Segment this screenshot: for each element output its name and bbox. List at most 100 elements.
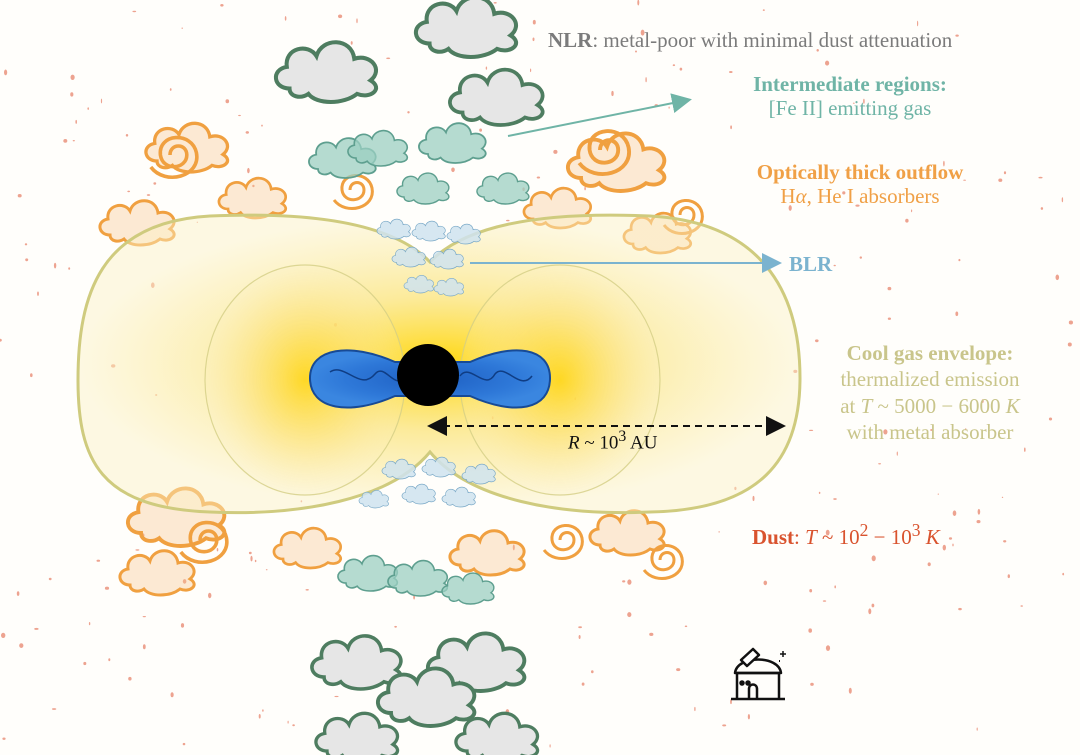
dust-speck (977, 508, 981, 515)
dust-speck (878, 463, 882, 465)
dust-speck (718, 531, 720, 533)
dust-speck (53, 262, 57, 269)
dust-speck (1038, 176, 1043, 179)
dust-speck (927, 562, 931, 567)
dust-speck (262, 709, 264, 712)
dust-speck (578, 626, 582, 629)
dust-speck (896, 451, 898, 456)
dust-speck (948, 537, 953, 540)
envelope-line3: with metal absorber (846, 419, 1014, 444)
dust-speck (1068, 320, 1073, 325)
intermediate-title: Intermediate regions: (753, 72, 947, 96)
dust-speck (818, 491, 821, 494)
dust-sep: : (794, 525, 806, 549)
dust-speck (258, 714, 261, 719)
dust-speck (4, 69, 8, 76)
outflow-description: Hα, He I absorbers (690, 184, 1030, 208)
dust-speck (1062, 572, 1065, 576)
envelope-line1: thermalized emission (840, 367, 1020, 392)
dust-speck (1007, 574, 1010, 579)
dust-speck (730, 699, 732, 705)
dust-speck (17, 194, 22, 198)
dust-speck (578, 635, 581, 639)
envelope-title: Cool gas envelope: (846, 341, 1014, 365)
dust-speck (581, 682, 585, 686)
dust-speck (965, 428, 967, 431)
dust-speck (637, 0, 640, 6)
dust-speck (976, 727, 978, 731)
dust-speck (645, 77, 647, 83)
dust-speck (834, 585, 836, 589)
dust-speck (180, 623, 185, 628)
envelope-at: at (840, 393, 861, 418)
intermediate-label: Intermediate regions: [Fe II] emitting g… (700, 72, 1000, 120)
radius-exp: 3 (618, 428, 627, 445)
dust-speck (2, 737, 6, 740)
dust-speck (871, 603, 875, 608)
envelope-range: ~ 5000 − 6000 (872, 393, 1006, 418)
dust-speck (905, 218, 909, 223)
dust-speck (1040, 207, 1044, 210)
dust-speck (855, 204, 860, 207)
dust-speck (958, 258, 961, 262)
dust-speck (1, 632, 6, 639)
dust-speck (254, 559, 257, 563)
dust-speck (976, 520, 981, 524)
dust-speck (1003, 171, 1007, 175)
dust-speck (72, 140, 75, 142)
dust-speck (530, 68, 532, 73)
dust-speck (937, 493, 939, 495)
dust-speck (407, 111, 410, 114)
dust-speck (305, 589, 309, 591)
dust-speck (1001, 496, 1004, 498)
dust-speck (125, 134, 129, 137)
dust-speck (108, 658, 111, 662)
dust-speck (51, 708, 57, 710)
dust-speck (684, 625, 688, 628)
dust-speck (952, 510, 957, 516)
dust-speck (104, 586, 110, 590)
dust-speck (825, 645, 831, 651)
dust-speck (1020, 605, 1023, 607)
dust-speck (998, 178, 1003, 182)
envelope-label: Cool gas envelope: thermalized emission … (780, 340, 1080, 445)
dust-speck (142, 644, 146, 650)
dust-speck (958, 607, 962, 611)
dust-speck (911, 209, 913, 213)
dust-speck (169, 88, 172, 91)
dust-speck (943, 160, 945, 167)
envelope-unit: K (1005, 393, 1020, 418)
outflow-he: , He I absorbers (806, 184, 940, 209)
outflow-h: H (780, 184, 796, 209)
dust-speck (1055, 274, 1060, 281)
dust-speck (0, 338, 2, 342)
observatory-icon (731, 647, 786, 701)
dust-speck (930, 429, 933, 431)
dust-speck (871, 555, 876, 562)
dust-speck (245, 131, 249, 134)
dust-speck (640, 29, 645, 36)
dust-speck (87, 107, 89, 110)
dust-speck (591, 670, 594, 674)
dust-speck (338, 14, 343, 19)
dust-speck (887, 317, 892, 320)
dust-speck (747, 714, 751, 720)
dust-speck (833, 264, 836, 267)
envelope-t-var: T (860, 393, 873, 418)
dust-speck (842, 191, 846, 195)
dust-speck (1024, 447, 1026, 452)
dust-speck (70, 74, 75, 81)
dust-speck (833, 498, 837, 500)
dust-speck (536, 176, 541, 179)
radius-value: ~ 10 (579, 432, 619, 454)
dust-speck (96, 559, 101, 562)
dust-speck (822, 600, 827, 602)
dust-speck (863, 98, 865, 104)
dust-speck (981, 399, 984, 403)
outflow-alpha: α (795, 184, 807, 209)
dust-speck (955, 311, 959, 317)
dust-speck (679, 67, 683, 71)
dust-speck (292, 724, 295, 727)
dust-speck (1048, 417, 1053, 421)
